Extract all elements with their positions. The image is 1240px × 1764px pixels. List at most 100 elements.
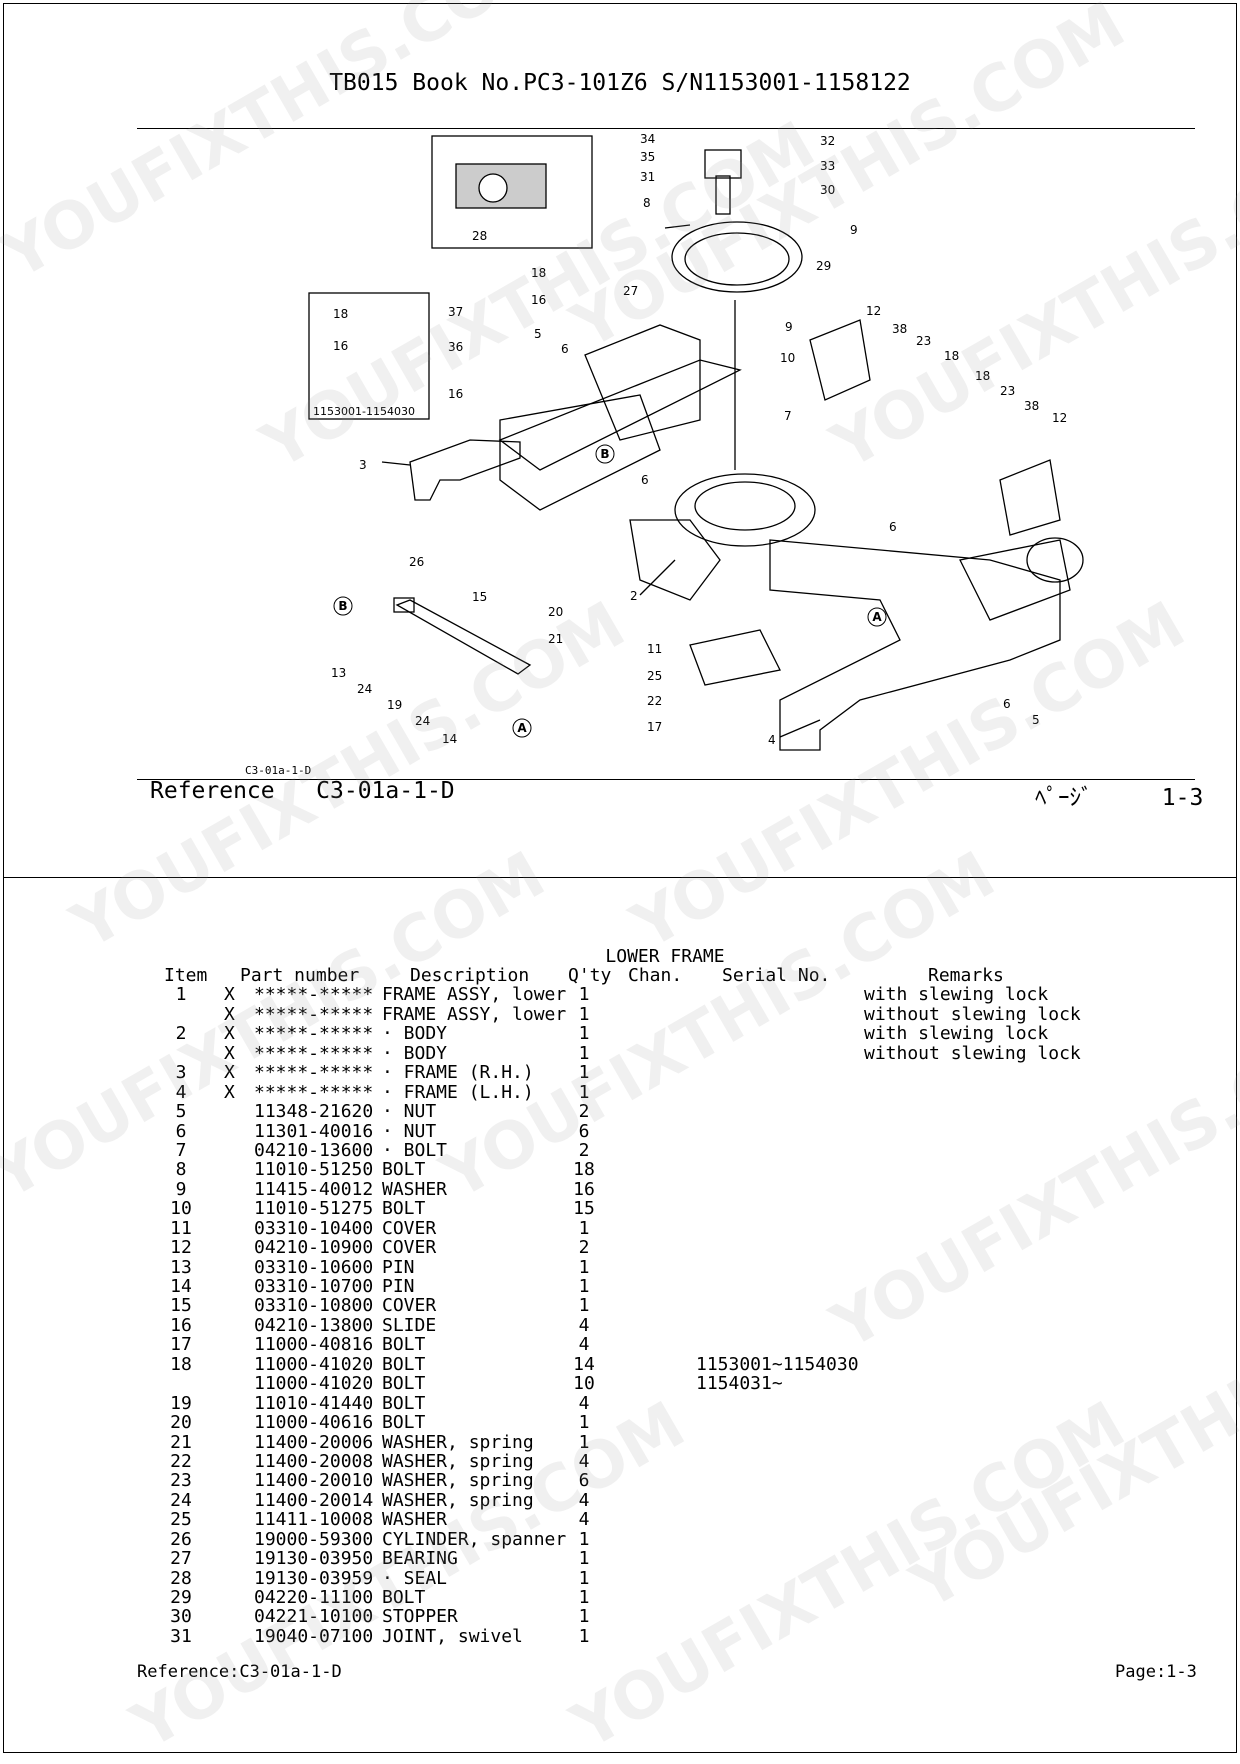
- cell-part: *****-*****: [254, 1023, 374, 1045]
- table-row: 23 11400-20010 WASHER, spring 6: [0, 1470, 1240, 1492]
- cell-part: 04221-10100: [254, 1606, 374, 1628]
- cell-part: 11415-40012: [254, 1178, 374, 1200]
- cell-qty: 1: [578, 1042, 590, 1064]
- cell-item: 3: [175, 1062, 187, 1084]
- cell-desc: BOLT: [382, 1198, 426, 1220]
- svg-text:9: 9: [850, 223, 858, 237]
- header-chan: Chan.: [628, 965, 683, 986]
- svg-text:12: 12: [1052, 411, 1067, 425]
- cell-desc: · BODY: [382, 1023, 448, 1045]
- cell-desc: BOLT: [382, 1587, 426, 1608]
- cell-desc: COVER: [382, 1237, 437, 1259]
- svg-text:6: 6: [1003, 697, 1011, 711]
- svg-text:5: 5: [1032, 713, 1040, 727]
- cell-item: 23: [170, 1470, 192, 1492]
- svg-text:30: 30: [820, 183, 835, 197]
- cell-qty: 6: [578, 1470, 590, 1492]
- seal-detail-inset: [431, 135, 593, 249]
- cell-desc: BEARING: [382, 1548, 458, 1570]
- cell-qty: 10: [573, 1373, 595, 1395]
- svg-text:2: 2: [630, 589, 638, 603]
- svg-text:18: 18: [944, 349, 959, 363]
- cell-desc: BOLT: [382, 1373, 426, 1395]
- cell-part: 11400-20010: [254, 1470, 374, 1492]
- cell-item: 8: [175, 1159, 187, 1181]
- cell-desc: · NUT: [382, 1101, 437, 1123]
- cell-x: X: [224, 1062, 235, 1084]
- cell-desc: COVER: [382, 1295, 437, 1317]
- cell-part: 11010-51275: [254, 1198, 374, 1220]
- cell-part: 11010-41440: [254, 1392, 374, 1414]
- cell-item: 1: [175, 984, 187, 1006]
- svg-text:4: 4: [768, 733, 776, 747]
- cell-item: 28: [170, 1567, 192, 1589]
- svg-text:17: 17: [647, 720, 662, 734]
- header-part-number: Part number: [240, 965, 360, 986]
- svg-text:16: 16: [531, 293, 546, 307]
- cell-qty: 18: [573, 1159, 595, 1181]
- svg-text:16: 16: [333, 339, 348, 353]
- cell-part: 04210-13800: [254, 1314, 374, 1336]
- svg-text:24: 24: [357, 682, 372, 696]
- header-rule: [137, 128, 1195, 129]
- cell-qty: 1: [578, 1548, 590, 1570]
- cell-x: X: [224, 1081, 235, 1103]
- cell-desc: PIN: [382, 1276, 415, 1297]
- cell-qty: 4: [578, 1392, 590, 1414]
- cell-part: 19130-03959: [254, 1567, 374, 1589]
- cell-desc: WASHER, spring: [382, 1489, 534, 1511]
- cell-remarks: without slewing lock: [864, 1003, 1081, 1025]
- svg-text:38: 38: [892, 322, 907, 336]
- parts-table-title: LOWER FRAME: [605, 946, 725, 967]
- svg-text:23: 23: [916, 334, 931, 348]
- cell-part: 19130-03950: [254, 1548, 374, 1570]
- svg-text:25: 25: [647, 669, 662, 683]
- cell-part: 11000-41020: [254, 1373, 374, 1395]
- cell-item: 27: [170, 1548, 192, 1570]
- cell-part: 11000-41020: [254, 1353, 374, 1375]
- svg-text:13: 13: [331, 666, 346, 680]
- svg-text:27: 27: [623, 284, 638, 298]
- cell-item: 29: [170, 1587, 192, 1608]
- svg-text:38: 38: [1024, 399, 1039, 413]
- cell-item: 20: [170, 1412, 192, 1434]
- diagram-reference-code: C3-01a-1-D: [245, 764, 312, 777]
- cell-part: 19040-07100: [254, 1625, 374, 1647]
- cell-qty: 2: [578, 1101, 590, 1123]
- cell-part: 11000-40816: [254, 1334, 374, 1356]
- svg-text:6: 6: [561, 342, 569, 356]
- cell-qty: 2: [578, 1237, 590, 1259]
- svg-text:22: 22: [647, 694, 662, 708]
- cell-desc: WASHER, spring: [382, 1470, 534, 1492]
- cell-part: 11411-10008: [254, 1509, 374, 1531]
- table-row: 27 19130-03950 BEARING 1: [0, 1548, 1240, 1570]
- cell-qty: 4: [578, 1314, 590, 1336]
- cell-remarks: with slewing lock: [864, 1023, 1049, 1045]
- svg-text:5: 5: [534, 327, 542, 341]
- cell-item: 13: [170, 1256, 192, 1278]
- cell-serial: 1154031~: [696, 1373, 783, 1395]
- page-title: TB015 Book No.PC3-101Z6 S/N1153001-11581…: [329, 70, 911, 96]
- reference-code: C3-01a-1-D: [316, 778, 455, 804]
- svg-text:15: 15: [472, 590, 487, 604]
- cell-desc: · BODY: [382, 1042, 448, 1064]
- cell-qty: 6: [578, 1120, 590, 1142]
- cell-qty: 1: [578, 1528, 590, 1550]
- cell-qty: 1: [578, 1412, 590, 1434]
- cell-qty: 1: [578, 1567, 590, 1589]
- cell-part: *****-*****: [254, 1042, 374, 1064]
- cell-qty: 1: [578, 984, 590, 1006]
- svg-text:35: 35: [640, 150, 655, 164]
